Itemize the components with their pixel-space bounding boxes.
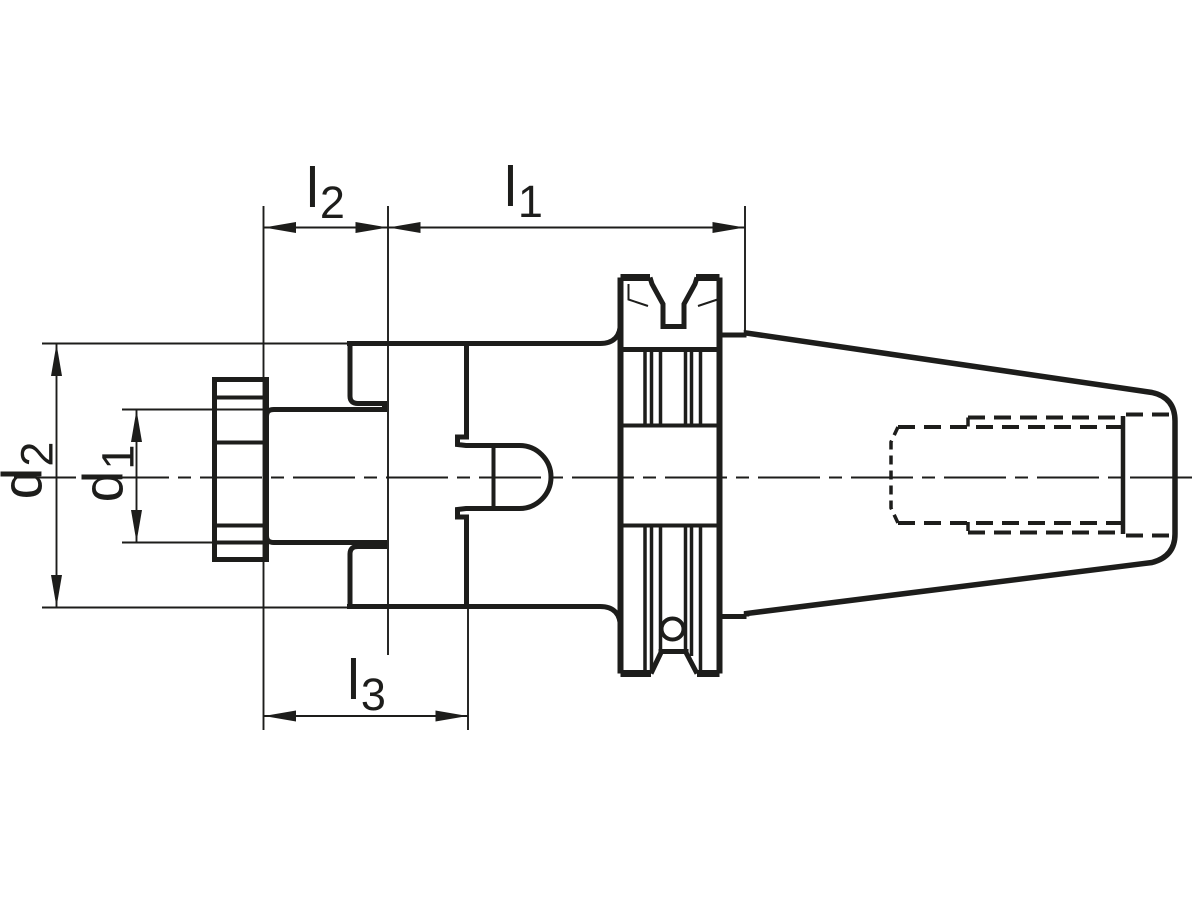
thread-major-hidden [968,415,1121,535]
collar-top-notch [647,276,700,329]
internal-thread-hidden-lines [889,412,1172,538]
dim-base: l [306,156,319,221]
taper-shank [719,329,1178,619]
dimension-label-l3: l3 [347,652,386,718]
dim-sub: 2 [11,441,63,467]
arrow-l2-left [264,222,296,233]
nut-facet-lines [217,395,264,545]
taper-outline [743,329,1178,617]
balance-hole [659,616,686,642]
arrow-l1-right [712,222,745,233]
dim-base: d [71,470,136,503]
dimension-label-l1: l1 [504,159,543,225]
flange-front-recess-top [347,343,387,410]
counterbore-hidden [1126,412,1172,538]
flange-rear-face-and-drive-slot [455,343,554,607]
extension-lines-d2 [42,342,349,609]
core-hole-hidden [898,425,1121,525]
flange-front-recess-bottom [347,542,387,607]
arrow-l3-right [435,710,468,722]
arrow-d2-bottom [51,575,62,607]
nut-outline [212,377,269,562]
dim-sub: 1 [517,176,543,228]
drill-tip-hidden [889,417,970,533]
collar-bottom-notch [648,649,700,675]
arrow-l3-left [264,710,296,722]
pilot-spigot [264,407,387,545]
groove-projection-lines-top [643,349,703,426]
gripper-flange [617,274,723,677]
dim-base: l [347,648,360,713]
dimensions [42,206,746,730]
dim-sub: 2 [319,177,345,229]
spigot-top-edge [264,407,387,417]
dimension-label-d2: d2 [0,442,63,500]
neck-edges [719,332,747,619]
tool-holder-part [14,274,1200,677]
dim-sub: 1 [92,444,144,470]
dim-base: d [0,468,55,500]
arrow-l1-left [388,222,421,233]
arrow-d1-bottom [131,510,142,542]
arrow-d1-top [131,410,142,442]
dim-base: l [504,155,517,220]
dim-sub: 3 [360,669,386,721]
rim-chamfer-edges [627,284,719,307]
dimension-label-d1: d1 [72,445,144,503]
arrow-l2-right [355,222,388,233]
arrow-d2-top [51,344,62,376]
spigot-bottom-edge [264,535,387,545]
dimension-label-l2: l2 [306,160,345,226]
clamping-nut [212,377,269,562]
groove-projection-lines-bottom [643,525,703,672]
extension-lines-d1 [122,408,268,544]
